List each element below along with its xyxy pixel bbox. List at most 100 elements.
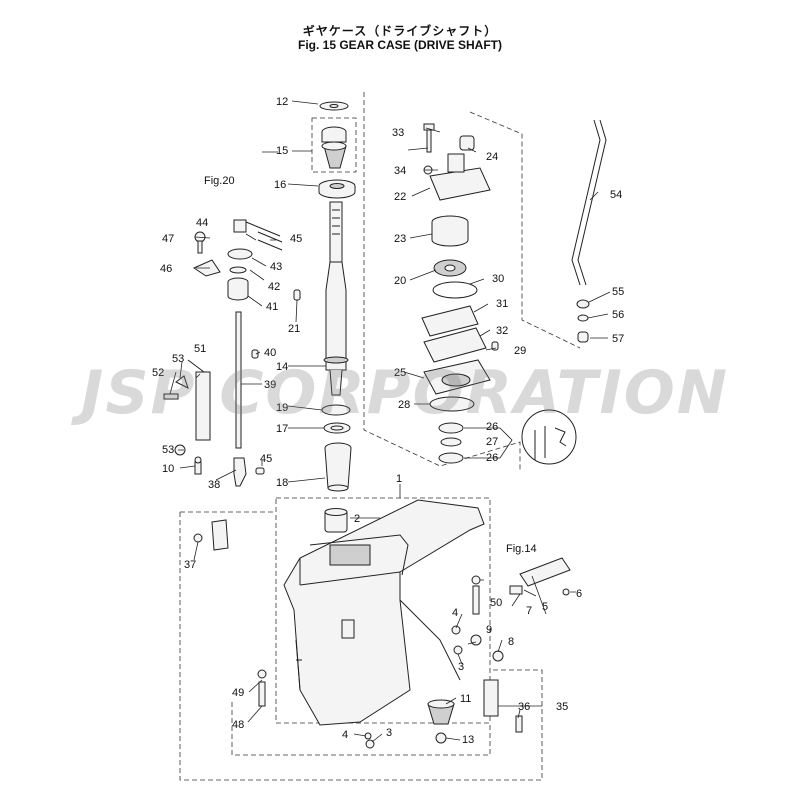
callout-37: 37	[184, 559, 196, 571]
part-1-gear-case	[283, 499, 485, 726]
box-part-15	[311, 117, 357, 173]
callout-34: 34	[394, 165, 406, 177]
callout-38: 38	[208, 479, 220, 491]
callout-30: 30	[492, 273, 504, 285]
part-23-insert	[431, 215, 469, 247]
part-50-bolt	[472, 585, 480, 615]
callout-17: 17	[276, 423, 288, 435]
box-lower	[231, 702, 491, 756]
part-13-nut	[435, 732, 447, 744]
part-26-seal-lower	[438, 452, 464, 464]
callout-41: 41	[266, 301, 278, 313]
part-6-screw	[562, 588, 570, 596]
callout-18: 18	[276, 477, 288, 489]
callout-42: 42	[268, 281, 280, 293]
callout-36: 36	[518, 701, 530, 713]
callout-22: 22	[394, 191, 406, 203]
callout-26-lower: 26	[486, 452, 498, 464]
part-47-bolt	[194, 231, 206, 254]
part-2-bushing	[324, 508, 348, 533]
part-54-water-tube	[571, 119, 601, 286]
callout-24: 24	[486, 151, 498, 163]
callout-19: 19	[276, 402, 288, 414]
callout-50: 50	[490, 597, 502, 609]
callout-15: 15	[276, 145, 288, 157]
part-36-bolt	[515, 715, 523, 733]
callout-48: 48	[232, 719, 244, 731]
callout-14: 14	[276, 361, 288, 373]
callout-45-upper: 45	[290, 233, 302, 245]
part-18-sleeve	[324, 442, 352, 492]
part-53-clip	[175, 375, 189, 389]
callout-6: 6	[576, 588, 582, 600]
part-3-screw	[453, 645, 463, 655]
part-39-shift-rod	[235, 311, 242, 449]
part-16-bearing	[318, 179, 356, 199]
part-43-oring	[227, 248, 253, 260]
callout-57: 57	[612, 333, 624, 345]
callout-43: 43	[270, 261, 282, 273]
part-27-washer	[440, 437, 462, 447]
callout-8: 8	[508, 636, 514, 648]
part-51-shift-rod-boot	[187, 359, 211, 441]
callout-27: 27	[486, 436, 498, 448]
callout-45-lower: 45	[260, 453, 272, 465]
part-14-drive-shaft	[323, 201, 349, 396]
part-35-anode	[483, 679, 499, 717]
callout-46: 46	[160, 263, 172, 275]
bracket-26	[464, 427, 513, 459]
part-20-impeller	[433, 259, 467, 277]
leader-lines	[169, 100, 611, 743]
part-54-water-tube-edge	[577, 119, 607, 286]
callout-20: 20	[394, 275, 406, 287]
ref-fig14: Fig.14	[506, 543, 537, 555]
callout-55: 55	[612, 286, 624, 298]
callout-12: 12	[276, 96, 288, 108]
callout-52: 52	[152, 367, 164, 379]
callout-56: 56	[612, 309, 624, 321]
part-44-bracket	[233, 219, 281, 237]
callout-26-upper: 26	[486, 421, 498, 433]
callout-44: 44	[196, 217, 208, 229]
part-56-grommet	[577, 314, 589, 322]
callout-35: 35	[556, 701, 568, 713]
part-10-fitting	[194, 456, 202, 475]
callout-5: 5	[542, 601, 548, 613]
part-32-gasket	[423, 327, 487, 363]
callout-53-lower: 53	[162, 444, 174, 456]
part-45-pin-lower	[255, 467, 265, 475]
callout-25: 25	[394, 367, 406, 379]
callout-21: 21	[288, 323, 300, 335]
callout-54: 54	[610, 189, 622, 201]
part-11-gear	[427, 699, 455, 725]
callout-40: 40	[264, 347, 276, 359]
part-12-hole	[329, 104, 339, 108]
tube-alignment-line	[469, 111, 581, 349]
part-26-seal-upper	[438, 422, 464, 434]
part-37-bolt	[193, 533, 203, 543]
part-7-clip	[509, 585, 523, 595]
part-8-screw	[492, 650, 504, 662]
part-40-clip	[251, 349, 259, 359]
part-25-pump-base	[423, 359, 491, 395]
callout-10: 10	[162, 463, 174, 475]
part-55-seal	[576, 299, 590, 309]
callout-9: 9	[486, 624, 492, 636]
part-49-washer	[257, 669, 267, 679]
part-22-pump-housing	[429, 153, 491, 201]
part-24-grommet	[459, 135, 475, 151]
callout-11: 11	[460, 693, 471, 705]
part-48-bolt	[258, 681, 266, 707]
part-33-bolt	[423, 123, 435, 153]
callout-28: 28	[398, 399, 410, 411]
callout-47: 47	[162, 233, 174, 245]
callout-16: 16	[274, 179, 286, 191]
diagram-title-jp: ギヤケース（ドライブシャフト）	[302, 24, 498, 38]
part-15-pinion-gear	[321, 126, 347, 169]
callout-3-upper: 3	[458, 661, 464, 673]
shaft-alignment-line	[363, 92, 521, 470]
callout-31: 31	[496, 298, 508, 310]
part-38-shift-cam	[233, 457, 247, 487]
callout-4-lower: 4	[342, 729, 348, 741]
